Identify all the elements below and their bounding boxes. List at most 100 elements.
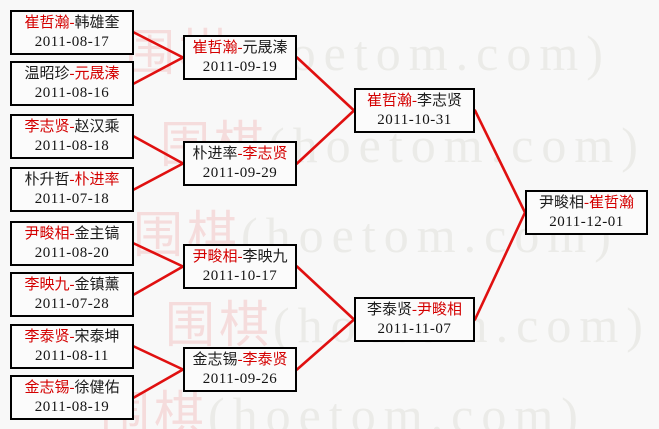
player-name: 李泰贤 bbox=[366, 302, 412, 318]
player-separator: - bbox=[237, 40, 243, 56]
player-separator: - bbox=[69, 15, 75, 31]
player-separator: - bbox=[69, 277, 75, 293]
player-name: 朴进率 bbox=[192, 146, 238, 162]
match-players: 尹畯相-李映九 bbox=[185, 248, 295, 267]
player-name: 韩雄奎 bbox=[74, 15, 120, 31]
player-name: 李映九 bbox=[24, 277, 70, 293]
match-date: 2011-11-07 bbox=[377, 321, 452, 337]
player-separator: - bbox=[237, 352, 243, 368]
player-name: 崔哲瀚 bbox=[366, 93, 412, 109]
connector-line bbox=[132, 345, 185, 371]
match-players: 李志贤-赵汉乘 bbox=[12, 118, 132, 137]
player-name: 李映九 bbox=[242, 249, 288, 265]
match-date: 2011-07-18 bbox=[34, 191, 110, 207]
player-name: 李志贤 bbox=[242, 146, 288, 162]
player-separator: - bbox=[412, 302, 417, 318]
connector-line bbox=[132, 56, 185, 85]
player-name: 李志贤 bbox=[24, 119, 70, 135]
player-separator: - bbox=[237, 249, 243, 265]
player-name: 赵汉乘 bbox=[74, 119, 120, 135]
match-date: 2011-09-26 bbox=[202, 371, 278, 387]
player-name: 崔哲瀚 bbox=[589, 195, 635, 211]
player-name: 宋泰坤 bbox=[74, 329, 120, 345]
connector-line bbox=[132, 135, 185, 165]
player-name: 朴进率 bbox=[74, 172, 120, 188]
player-name: 金镇薰 bbox=[74, 277, 120, 293]
player-name: 温昭珍 bbox=[24, 66, 70, 82]
player-name: 元晟溱 bbox=[242, 40, 288, 56]
player-name: 徐健佑 bbox=[74, 380, 120, 396]
player-name: 崔哲瀚 bbox=[24, 15, 70, 31]
match-date: 2011-08-17 bbox=[34, 34, 110, 50]
match-players: 金志锡-李泰贤 bbox=[185, 351, 295, 370]
player-name: 李泰贤 bbox=[242, 352, 288, 368]
connector-line bbox=[295, 318, 356, 371]
match-date: 2011-08-19 bbox=[34, 399, 110, 415]
match-date: 2011-08-18 bbox=[34, 138, 110, 154]
connector-line bbox=[132, 265, 185, 296]
match-players: 李映九-金镇薰 bbox=[12, 276, 132, 295]
player-separator: - bbox=[69, 172, 75, 188]
match-players: 朴进率-李志贤 bbox=[185, 145, 295, 164]
player-name: 元晟溱 bbox=[74, 66, 120, 82]
connector-line bbox=[132, 368, 185, 399]
player-separator: - bbox=[412, 93, 417, 109]
player-separator: - bbox=[69, 119, 75, 135]
match-players: 尹畯相-崔哲瀚 bbox=[527, 194, 646, 213]
match-date: 2011-07-28 bbox=[34, 296, 110, 312]
connector-line bbox=[473, 211, 527, 321]
match-players: 尹畯相-金主镐 bbox=[12, 225, 132, 244]
match-date: 2011-10-17 bbox=[202, 268, 278, 284]
match-players: 李泰贤-尹畯相 bbox=[356, 301, 473, 320]
connector-line bbox=[295, 109, 356, 165]
match-date: 2011-09-19 bbox=[202, 59, 278, 75]
player-separator: - bbox=[69, 226, 75, 242]
match-players: 朴升哲-朴进率 bbox=[12, 171, 132, 190]
match-players: 崔哲瀚-李志贤 bbox=[356, 92, 473, 111]
connector-line bbox=[132, 162, 185, 191]
player-name: 金志锡 bbox=[192, 352, 238, 368]
connector-line bbox=[132, 31, 185, 59]
connector-line bbox=[132, 242, 185, 268]
player-separator: - bbox=[69, 329, 75, 345]
match-players: 崔哲瀚-元晟溱 bbox=[185, 39, 295, 58]
match-date: 2011-10-31 bbox=[377, 112, 452, 128]
player-separator: - bbox=[584, 195, 589, 211]
match-players: 温昭珍-元晟溱 bbox=[12, 65, 132, 84]
player-name: 李志贤 bbox=[417, 93, 463, 109]
connector-line bbox=[295, 56, 356, 112]
match-date: 2011-09-29 bbox=[202, 165, 278, 181]
match-players: 金志锡-徐健佑 bbox=[12, 379, 132, 398]
player-name: 金志锡 bbox=[24, 380, 70, 396]
match-date: 2011-08-16 bbox=[34, 85, 110, 101]
player-separator: - bbox=[69, 380, 75, 396]
player-name: 李泰贤 bbox=[24, 329, 70, 345]
match-date: 2011-08-20 bbox=[34, 245, 110, 261]
match-players: 李泰贤-宋泰坤 bbox=[12, 328, 132, 347]
match-players: 崔哲瀚-韩雄奎 bbox=[12, 14, 132, 33]
player-name: 崔哲瀚 bbox=[192, 40, 238, 56]
match-date: 2011-08-11 bbox=[35, 348, 109, 364]
connector-line bbox=[473, 109, 527, 214]
player-name: 尹畯相 bbox=[192, 249, 238, 265]
match-date: 2011-12-01 bbox=[549, 214, 624, 230]
player-name: 尹畯相 bbox=[417, 302, 463, 318]
player-name: 尹畯相 bbox=[538, 195, 584, 211]
